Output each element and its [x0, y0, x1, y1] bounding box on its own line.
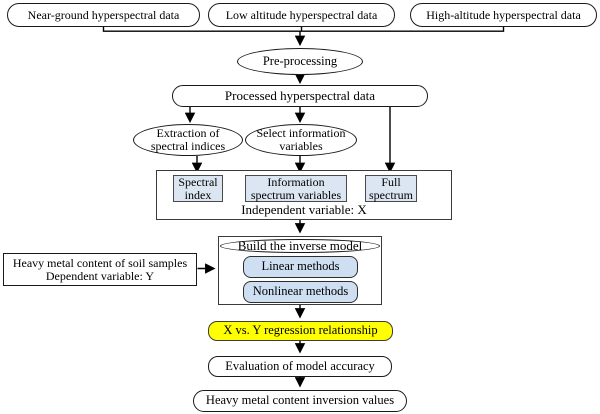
source-near-ground-node: Near-ground hyperspectral data: [7, 3, 200, 27]
build-model-node: Build the inverse model: [220, 237, 380, 253]
node-label: Extraction of spectral indices: [150, 126, 226, 153]
regression-relationship-node: X vs. Y regression relationship: [208, 321, 393, 341]
node-label: Information spectrum variables: [250, 174, 342, 202]
preprocessing-node: Pre-processing: [237, 48, 363, 75]
node-label: Select information variables: [256, 126, 346, 153]
inversion-values-node: Heavy metal content inversion values: [193, 390, 407, 412]
node-label: Spectral index: [178, 174, 218, 202]
full-spectrum-node: Full spectrum: [365, 175, 417, 202]
node-label: Linear methods: [261, 259, 340, 274]
node-label: Processed hyperspectral data: [224, 87, 376, 103]
node-label: X vs. Y regression relationship: [223, 323, 378, 338]
processed-data-node: Processed hyperspectral data: [172, 85, 428, 107]
independent-variable-label: Independent variable: X: [241, 201, 367, 217]
node-label: Full spectrum: [369, 174, 413, 202]
node-label: Heavy metal content of soil samples Depe…: [12, 255, 188, 283]
node-label: Evaluation of model accuracy: [225, 358, 375, 373]
node-label: Heavy metal content inversion values: [205, 393, 395, 408]
node-label: High-altitude hyperspectral data: [426, 7, 581, 22]
linear-methods-node: Linear methods: [243, 256, 358, 278]
source-bus-line: [102, 27, 505, 32]
select-variables-node: Select information variables: [245, 124, 357, 156]
node-label: Near-ground hyperspectral data: [27, 7, 180, 22]
node-label: Low altitude hyperspectral data: [225, 7, 378, 22]
dependent-variable-node: Heavy metal content of soil samples Depe…: [3, 253, 197, 286]
spectral-index-node: Spectral index: [173, 175, 223, 202]
node-label: Build the inverse model: [237, 237, 363, 253]
nonlinear-methods-node: Nonlinear methods: [243, 281, 358, 303]
source-high-altitude-node: High-altitude hyperspectral data: [410, 3, 597, 27]
source-low-altitude-node: Low altitude hyperspectral data: [208, 3, 395, 27]
information-spectrum-node: Information spectrum variables: [245, 175, 347, 202]
node-label: Nonlinear methods: [252, 284, 349, 299]
node-label: Pre-processing: [262, 53, 338, 68]
extraction-indices-node: Extraction of spectral indices: [133, 124, 243, 156]
evaluation-node: Evaluation of model accuracy: [208, 356, 392, 377]
